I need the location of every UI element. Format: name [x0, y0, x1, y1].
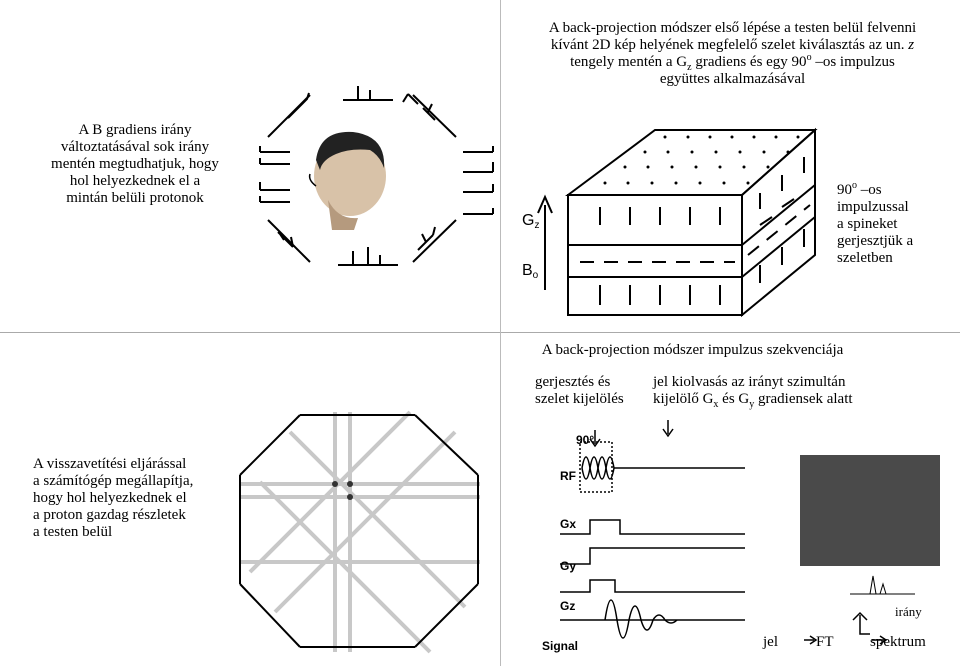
- side-note: 90o –os impulzussal a spineket gerjesztj…: [837, 182, 957, 267]
- row-rf: RF: [560, 469, 576, 483]
- caption-line-4: együttes alkalmazásával: [505, 71, 960, 88]
- caption-line-2: kívánt 2D kép helyének megfelelő szelet …: [505, 37, 960, 54]
- row-signal: Signal: [542, 639, 578, 653]
- bl-line: A visszavetítési eljárással: [33, 456, 243, 473]
- b0-label: Bo: [522, 262, 539, 281]
- label-readout: jel kiolvasás az irányt szimultán kijelö…: [653, 374, 933, 408]
- projection-octagon-top: [258, 90, 498, 270]
- sequence-title: A back-projection módszer impulzus szekv…: [505, 342, 880, 359]
- tl-line: változtatásával sok irány: [30, 139, 240, 156]
- bl-line: a proton gazdag részletek: [33, 507, 243, 524]
- side-note-3: a spineket: [837, 216, 957, 233]
- readout-line: jel kiolvasás az irányt szimultán: [653, 374, 933, 391]
- flow-irany: irány: [895, 604, 922, 619]
- label-excite: gerjesztés és szelet kijelölés: [535, 374, 655, 408]
- caption-line-3: tengely mentén a Gz gradiens és egy 90o …: [505, 54, 960, 71]
- slice-cube-diagram: Gz Bo: [520, 125, 820, 325]
- row-gz: Gz: [560, 599, 575, 613]
- gz-label: Gz: [522, 212, 539, 231]
- excite-line: szelet kijelölés: [535, 391, 655, 408]
- head-photo: [310, 132, 386, 230]
- side-note-1: 90o –os: [837, 182, 957, 199]
- vertical-divider: [500, 0, 501, 666]
- backprojection-octagon: [240, 412, 480, 652]
- bl-line: a számítógép megállapítja,: [33, 473, 243, 490]
- tl-line: A B gradiens irány: [30, 122, 240, 139]
- pulse-90-label: 90°: [576, 433, 594, 447]
- bl-line: a testen belül: [33, 524, 243, 541]
- flow-spektrum: spektrum: [870, 634, 926, 650]
- reconstructed-image-panel: [800, 455, 940, 566]
- flow-jel: jel: [762, 634, 778, 650]
- horizontal-divider: [0, 332, 960, 333]
- readout-line-2: kijelölő Gx és Gy gradiensek alatt: [653, 391, 933, 408]
- side-note-2: impulzussal: [837, 199, 957, 216]
- tl-line: hol helyezkednek el a: [30, 173, 240, 190]
- top-left-caption: A B gradiens irány változtatásával sok i…: [30, 122, 240, 207]
- excite-line: gerjesztés és: [535, 374, 655, 391]
- spin-dots: [604, 136, 800, 185]
- side-note-5: szeletben: [837, 250, 957, 267]
- top-right-caption: A back-projection módszer első lépése a …: [505, 20, 960, 88]
- flow-ft: FT: [816, 634, 834, 650]
- tl-line: mentén megtudhatjuk, hogy: [30, 156, 240, 173]
- side-note-4: gerjesztjük a: [837, 233, 957, 250]
- caption-line-1: A back-projection módszer első lépése a …: [505, 20, 960, 37]
- row-gy: Gy: [560, 559, 576, 573]
- row-gx: Gx: [560, 517, 576, 531]
- tl-line: mintán belüli protonok: [30, 190, 240, 207]
- bl-line: hogy hol helyezkednek el: [33, 490, 243, 507]
- bottom-left-caption: A visszavetítési eljárással a számítógép…: [33, 456, 243, 541]
